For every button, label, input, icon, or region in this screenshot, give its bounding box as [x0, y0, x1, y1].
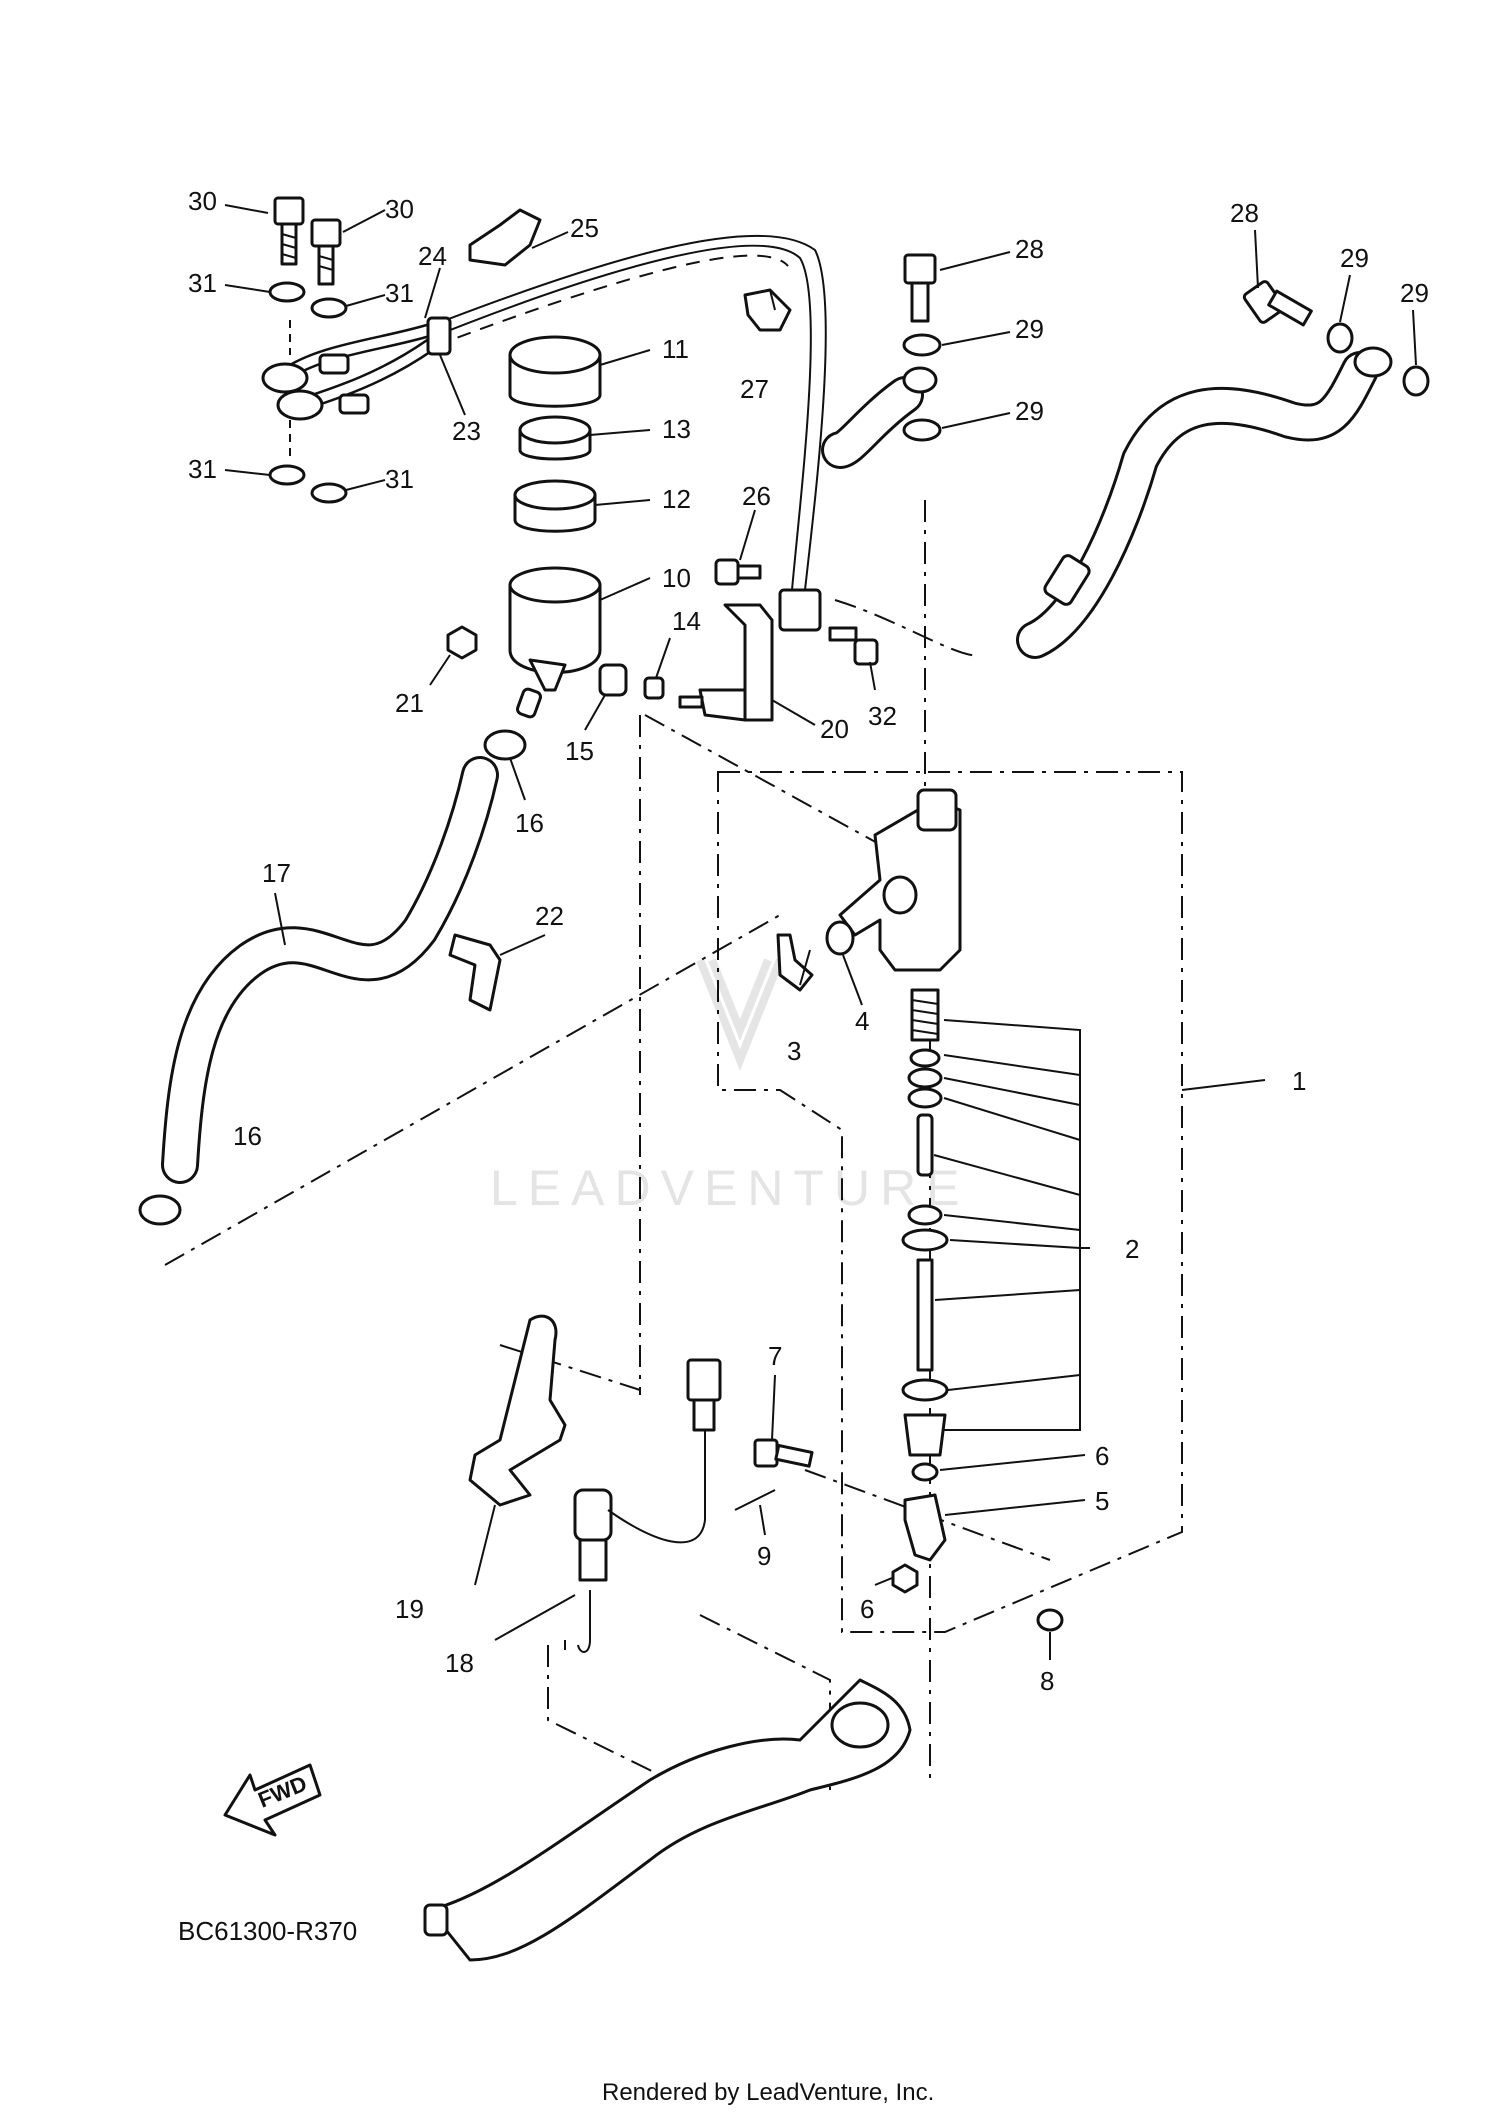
callout-4: 4 — [855, 1006, 869, 1036]
reservoir-hose — [161, 756, 499, 1184]
callout-9: 9 — [757, 1541, 771, 1571]
callout-31-c: 31 — [188, 454, 217, 484]
callout-29-c: 29 — [1340, 243, 1369, 273]
callout-30-right: 30 — [385, 194, 414, 224]
callout-31-a: 31 — [188, 268, 217, 298]
callout-31-d: 31 — [385, 464, 414, 494]
callout-17: 17 — [262, 858, 291, 888]
callout-26: 26 — [742, 481, 771, 511]
nut-21 — [446, 625, 478, 660]
callout-23: 23 — [452, 416, 481, 446]
callout-6-upper: 6 — [1095, 1441, 1109, 1471]
bolt-30-left — [273, 196, 305, 266]
callout-20: 20 — [820, 714, 849, 744]
callout-32: 32 — [868, 701, 897, 731]
brake-line-routing — [419, 234, 981, 657]
callout-16-upper: 16 — [515, 808, 544, 838]
brake-line-junction — [261, 316, 452, 460]
grommet-15 — [598, 663, 628, 697]
callout-30-left: 30 — [188, 186, 217, 216]
callout-21: 21 — [395, 688, 424, 718]
callout-5: 5 — [1095, 1486, 1109, 1516]
callout-16-lower: 16 — [233, 1121, 262, 1151]
watermark-emblem — [696, 958, 784, 1071]
watermark: LEADVENTURE — [490, 1160, 970, 1216]
brake-pedal — [423, 1678, 912, 1962]
bracket-19 — [468, 1314, 567, 1507]
collar-14 — [643, 676, 665, 700]
diagram-code: BC61300-R370 — [178, 1916, 357, 1946]
fwd-arrow-icon: FWD — [223, 1763, 322, 1837]
callout-13: 13 — [662, 414, 691, 444]
dash-leaders — [164, 500, 1051, 1791]
callout-28-center: 28 — [1015, 234, 1044, 264]
brake-switch-18 — [573, 1358, 722, 1653]
diaphragm-plate-13 — [518, 415, 592, 461]
cotter-pin-9 — [734, 1489, 776, 1511]
callout-25: 25 — [570, 213, 599, 243]
callout-29-b: 29 — [1015, 396, 1044, 426]
diaphragm-12 — [513, 479, 597, 533]
guard-20 — [678, 603, 774, 722]
bolt-26 — [714, 558, 762, 586]
brake-hose-right — [821, 346, 1393, 659]
callout-8: 8 — [1040, 1666, 1054, 1696]
bolt-28-center — [903, 253, 937, 323]
callout-11: 11 — [662, 334, 689, 364]
callout-22: 22 — [535, 901, 564, 931]
hose-clamp-16-lower — [138, 1194, 182, 1226]
callout-19: 19 — [395, 1594, 424, 1624]
clamp-22 — [448, 933, 502, 1012]
callout-1: 1 — [1292, 1066, 1306, 1096]
callout-31-b: 31 — [385, 278, 414, 308]
washer-31-b — [310, 297, 348, 319]
washer-31-c — [268, 464, 306, 486]
callout-29-d: 29 — [1400, 278, 1429, 308]
hose-clamp-16-upper — [483, 729, 527, 761]
reservoir-10 — [508, 566, 602, 719]
callouts: 1 2 3 4 5 6 6 7 8 9 10 11 12 13 14 15 16… — [188, 186, 1429, 1696]
callout-27: 27 — [740, 374, 769, 404]
callout-15: 15 — [565, 736, 594, 766]
assembly-boundary — [717, 771, 1183, 1633]
callout-24: 24 — [418, 241, 447, 271]
callout-7: 7 — [768, 1341, 782, 1371]
union-bolt-28-right — [1242, 280, 1313, 327]
callout-3: 3 — [787, 1036, 801, 1066]
nut-6-lower — [891, 1563, 919, 1594]
callout-29-a: 29 — [1015, 314, 1044, 344]
master-cylinder-body — [838, 788, 962, 972]
washer-29-c — [1326, 322, 1354, 354]
callout-14: 14 — [672, 606, 701, 636]
clamp-27 — [743, 288, 792, 332]
washer-31-a — [268, 281, 306, 303]
callout-6-lower: 6 — [860, 1594, 874, 1624]
footer-credit: Rendered by LeadVenture, Inc. — [602, 2079, 934, 2106]
pin-7 — [753, 1438, 814, 1468]
bolt-30-right — [310, 218, 342, 286]
callout-28-right: 28 — [1230, 198, 1259, 228]
callout-12: 12 — [662, 484, 691, 514]
washer-31-d — [310, 482, 348, 504]
repair-kit-2 — [901, 988, 949, 1482]
callout-leaders — [224, 204, 1417, 1660]
reservoir-cap-11 — [508, 335, 602, 408]
bolt-32 — [828, 626, 879, 666]
clamp-25 — [468, 208, 542, 267]
washer-29-a — [902, 333, 942, 357]
callout-2: 2 — [1125, 1234, 1139, 1264]
washer-29-b — [902, 418, 942, 442]
callout-18: 18 — [445, 1648, 474, 1678]
clevis-5 — [903, 1493, 947, 1562]
washer-29-d — [1402, 365, 1430, 397]
washer-8 — [1036, 1608, 1064, 1632]
hose-holder — [778, 588, 822, 632]
o-ring-4 — [825, 920, 855, 956]
callout-10: 10 — [662, 563, 691, 593]
